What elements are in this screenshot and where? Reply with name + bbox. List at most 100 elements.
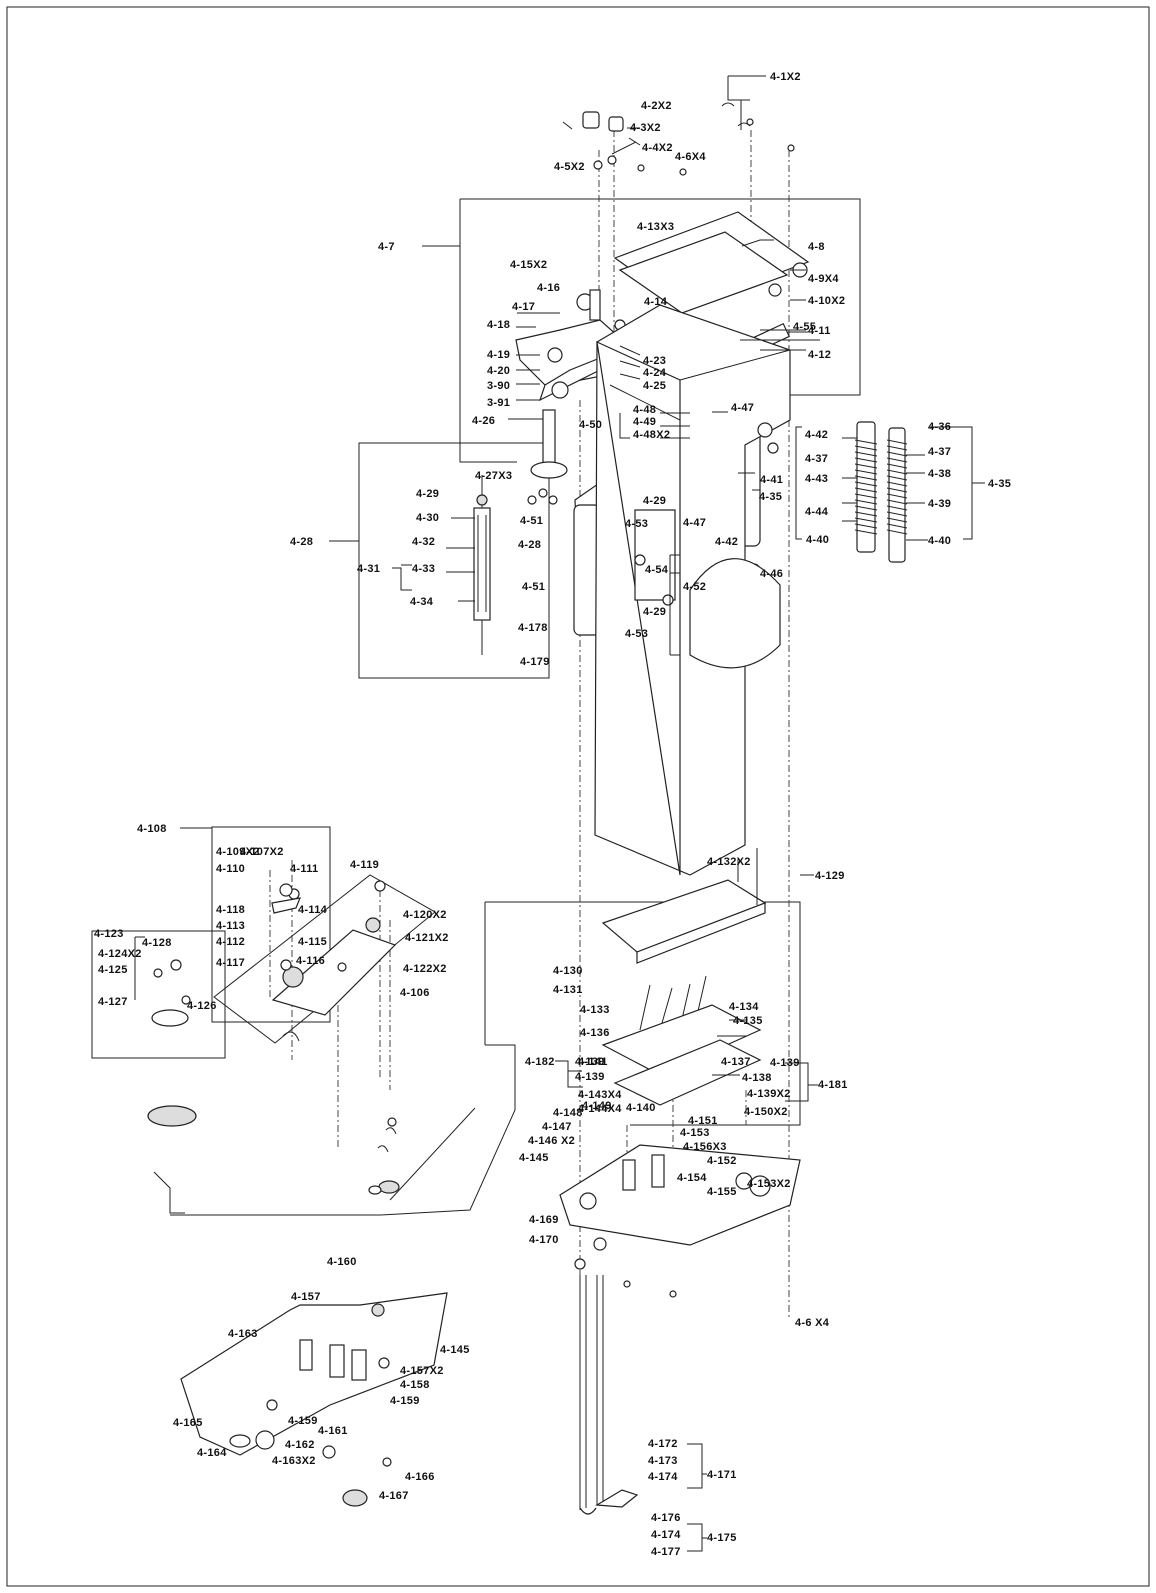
part-label-p4-51b: 4-51: [522, 581, 545, 593]
part-label-p4-111: 4-111: [290, 863, 318, 875]
part-label-p4-24: 4-24: [643, 367, 667, 379]
leader-lines: [134, 75, 985, 1552]
part-label-p4-10x2: 4-10X2: [808, 295, 845, 307]
part-label-p4-170: 4-170: [529, 1234, 559, 1246]
part-label-p4-116: 4-116: [296, 955, 325, 967]
part-label-p4-28a: 4-28: [290, 536, 313, 548]
part-label-p4-166: 4-166: [405, 1471, 435, 1483]
part-label-p4-6x4: 4-6X4: [675, 151, 706, 163]
part-label-p4-173: 4-173: [648, 1455, 678, 1467]
part-label-p4-157x2: 4-157X2: [400, 1365, 444, 1377]
part-label-p4-155: 4-155: [707, 1186, 737, 1198]
part-label-p4-12: 4-12: [808, 349, 831, 361]
part-label-p4-7: 4-7: [378, 241, 395, 253]
part-label-p4-140: 4-140: [626, 1102, 656, 1114]
part-label-p4-137: 4-137: [721, 1056, 751, 1068]
part-label-p4-53a: 4-53: [625, 518, 648, 530]
part-label-p4-139b: 4-139: [575, 1056, 605, 1068]
part-label-p4-174a: 4-174: [648, 1471, 678, 1483]
part-label-p4-107x2: 4-107X2: [240, 846, 284, 858]
part-label-p4-23: 4-23: [643, 355, 666, 367]
part-label-p4-123: 4-123: [94, 928, 124, 940]
part-label-p4-46: 4-46: [760, 568, 783, 580]
part-label-p4-27x3: 4-27X3: [475, 470, 512, 482]
part-label-p4-25: 4-25: [643, 380, 666, 392]
part-label-p4-38: 4-38: [928, 468, 951, 480]
part-label-p4-133: 4-133: [580, 1004, 610, 1016]
group-box-4-108: [211, 826, 331, 1023]
part-label-p4-157: 4-157: [291, 1291, 321, 1303]
part-label-p4-29b: 4-29: [643, 495, 666, 507]
part-label-p4-8: 4-8: [808, 241, 825, 253]
part-label-p4-177: 4-177: [651, 1546, 681, 1558]
part-label-p4-44: 4-44: [805, 506, 829, 518]
part-label-p4-129: 4-129: [815, 870, 845, 882]
part-label-p4-163: 4-163: [228, 1328, 258, 1340]
sub-plate-4-106: [213, 874, 436, 1044]
part-label-p4-41: 4-41: [760, 474, 783, 486]
group-box-4-28: [358, 442, 550, 679]
roller-detail-4-28: [473, 475, 491, 655]
part-label-p4-3x2: 4-3X2: [630, 122, 661, 134]
part-label-p4-181: 4-181: [818, 1079, 848, 1091]
part-label-p4-147: 4-147: [542, 1121, 572, 1133]
part-label-p4-156x3: 4-156X3: [683, 1141, 727, 1153]
part-label-p3-91: 3-91: [487, 397, 510, 409]
part-label-p4-51a: 4-51: [520, 515, 543, 527]
part-label-p4-178: 4-178: [518, 622, 548, 634]
part-label-p4-33: 4-33: [412, 563, 435, 575]
part-label-p4-55: 4-55: [793, 321, 816, 333]
part-label-p4-54: 4-54: [645, 564, 669, 576]
group-4-108-parts: [271, 883, 347, 1042]
group-box-4-123: [91, 930, 226, 1059]
part-label-p4-175: 4-175: [707, 1532, 737, 1544]
part-label-p4-47a: 4-47: [731, 402, 754, 414]
part-label-p4-34: 4-34: [410, 596, 434, 608]
part-label-p4-139a: 4-139: [575, 1071, 605, 1083]
part-label-p4-17: 4-17: [512, 301, 535, 313]
part-label-p4-127: 4-127: [98, 996, 128, 1008]
part-label-p4-48: 4-48: [633, 404, 656, 416]
part-label-p4-113: 4-113: [216, 920, 245, 932]
lower-mechanism-4-129: [559, 848, 801, 1298]
part-label-p4-153x2: 4-153X2: [747, 1178, 791, 1190]
part-label-p4-152: 4-152: [707, 1155, 737, 1167]
part-label-p4-162: 4-162: [285, 1439, 315, 1451]
part-label-p4-145b: 4-145: [440, 1344, 470, 1356]
bottom-left-plate: [180, 1117, 448, 1507]
part-label-p4-26: 4-26: [472, 415, 495, 427]
part-label-p4-15x2: 4-15X2: [510, 259, 547, 271]
part-label-p4-134: 4-134: [729, 1001, 759, 1013]
part-label-p4-154: 4-154: [677, 1172, 707, 1184]
part-label-p4-28b: 4-28: [518, 539, 541, 551]
part-label-p4-42a: 4-42: [805, 429, 828, 441]
part-label-p4-138: 4-138: [742, 1072, 772, 1084]
part-label-p4-20: 4-20: [487, 365, 510, 377]
part-label-p4-150x2: 4-150X2: [744, 1106, 788, 1118]
page-frame: [6, 6, 1150, 1587]
part-label-p4-163x2: 4-163X2: [272, 1455, 316, 1467]
part-label-p4-50: 4-50: [579, 419, 602, 431]
part-label-p4-146x2: 4-146 X2: [528, 1135, 575, 1147]
part-label-p4-149: 4-149: [582, 1100, 612, 1112]
part-label-p4-40a: 4-40: [806, 534, 829, 546]
part-label-p4-16: 4-16: [537, 282, 560, 294]
part-label-p4-43: 4-43: [805, 473, 828, 485]
part-label-p4-2x2: 4-2X2: [641, 100, 672, 112]
guide-rods-4-171: [579, 1275, 639, 1515]
part-label-p4-11: 4-11: [808, 325, 831, 337]
spring-assembly-4-35: [854, 421, 908, 563]
part-label-p4-176: 4-176: [651, 1512, 681, 1524]
part-label-p4-124x2: 4-124X2: [98, 948, 142, 960]
part-label-p4-132x2: 4-132X2: [707, 856, 751, 868]
part-label-p4-125: 4-125: [98, 964, 128, 976]
part-label-p4-172: 4-172: [648, 1438, 678, 1450]
part-label-p4-120x2: 4-120X2: [403, 909, 447, 921]
part-label-p4-179: 4-179: [520, 656, 550, 668]
part-label-p4-32: 4-32: [412, 536, 435, 548]
part-label-p4-118: 4-118: [216, 904, 245, 916]
group-box-bottom-plate: [153, 1044, 516, 1216]
part-label-p4-52: 4-52: [683, 581, 706, 593]
